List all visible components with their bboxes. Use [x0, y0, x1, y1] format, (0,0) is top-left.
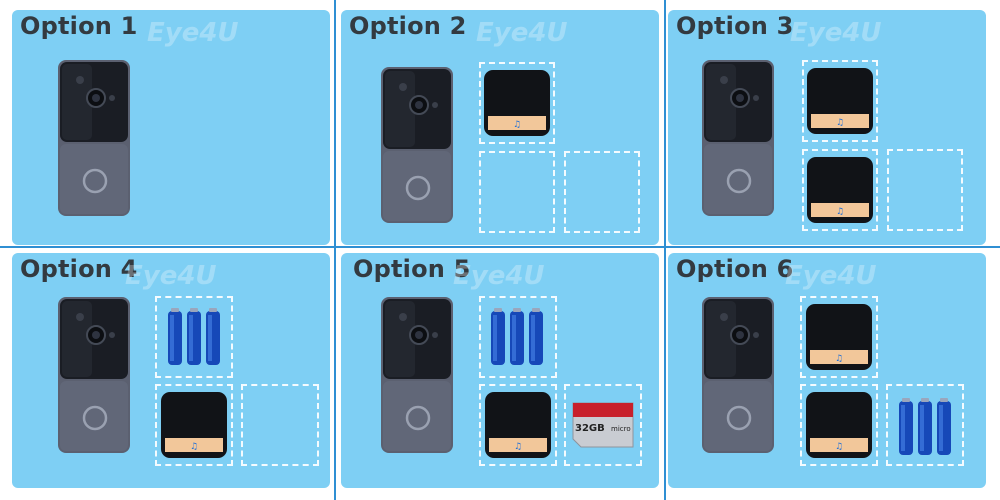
option-5-panel[interactable]: Option 5 Eye4U ♫ 32GB micro: [341, 253, 659, 488]
brand-watermark: Eye4U: [125, 261, 217, 291]
sd-card-icon: 32GB micro: [572, 402, 634, 448]
chime-receiver-icon: ♫: [484, 70, 550, 136]
accessory-slot: [800, 384, 878, 466]
accessory-slot: [802, 60, 878, 142]
option-title: Option 3: [676, 12, 794, 40]
doorbell-icon: [58, 297, 130, 453]
doorbell-icon: [381, 297, 453, 453]
chime-receiver-icon: ♫: [807, 68, 873, 134]
sd-card-capacity: 32GB: [575, 423, 605, 434]
brand-watermark: Eye4U: [147, 18, 239, 48]
svg-text:♫: ♫: [513, 120, 521, 130]
doorbell-icon: [702, 60, 774, 216]
svg-text:♫: ♫: [836, 118, 844, 128]
brand-watermark: Eye4U: [790, 18, 882, 48]
svg-text:♫: ♫: [835, 354, 843, 364]
vertical-divider-1: [334, 0, 336, 500]
option-2-panel[interactable]: Option 2 Eye4U ♫: [341, 10, 659, 245]
empty-slot: [479, 151, 555, 233]
empty-slot: [887, 149, 963, 231]
accessory-slot: [155, 384, 233, 466]
option-4-panel[interactable]: Option 4 Eye4U ♫: [12, 253, 330, 488]
chime-receiver-icon: ♫: [161, 392, 227, 458]
empty-slot: [241, 384, 319, 466]
brand-watermark: Eye4U: [453, 261, 545, 291]
svg-text:♫: ♫: [514, 442, 522, 452]
accessory-slot: [564, 384, 642, 466]
accessory-slot: [479, 62, 555, 144]
accessory-slot: [479, 296, 557, 378]
chime-receiver-icon: ♫: [807, 157, 873, 223]
doorbell-icon: [702, 297, 774, 453]
batteries-icon: [491, 308, 543, 365]
option-title: Option 1: [20, 12, 138, 40]
chime-receiver-icon: ♫: [485, 392, 551, 458]
option-title: Option 5: [353, 255, 471, 283]
vertical-divider-2: [664, 0, 666, 500]
chime-receiver-icon: ♫: [806, 304, 872, 370]
option-1-panel[interactable]: Option 1 Eye4U: [12, 10, 330, 245]
svg-text:♫: ♫: [836, 207, 844, 217]
batteries-icon: [168, 308, 220, 365]
accessory-slot: [479, 384, 557, 466]
option-6-panel[interactable]: Option 6 Eye4U ♫ ♫: [668, 253, 986, 488]
horizontal-divider: [0, 246, 1000, 248]
accessory-slot: [886, 384, 964, 466]
svg-text:♫: ♫: [835, 442, 843, 452]
doorbell-icon: [381, 67, 453, 223]
option-title: Option 6: [676, 255, 794, 283]
brand-watermark: Eye4U: [476, 18, 568, 48]
svg-text:♫: ♫: [190, 442, 198, 452]
brand-watermark: Eye4U: [785, 261, 877, 291]
accessory-slot: [800, 296, 878, 378]
chime-receiver-icon: ♫: [806, 392, 872, 458]
doorbell-icon: [58, 60, 130, 216]
option-title: Option 4: [20, 255, 138, 283]
empty-slot: [564, 151, 640, 233]
option-title: Option 2: [349, 12, 467, 40]
option-3-panel[interactable]: Option 3 Eye4U ♫ ♫: [668, 10, 986, 245]
batteries-icon: [899, 398, 951, 455]
accessory-slot: [155, 296, 233, 378]
accessory-slot: [802, 149, 878, 231]
sd-card-brand: micro: [611, 425, 631, 433]
